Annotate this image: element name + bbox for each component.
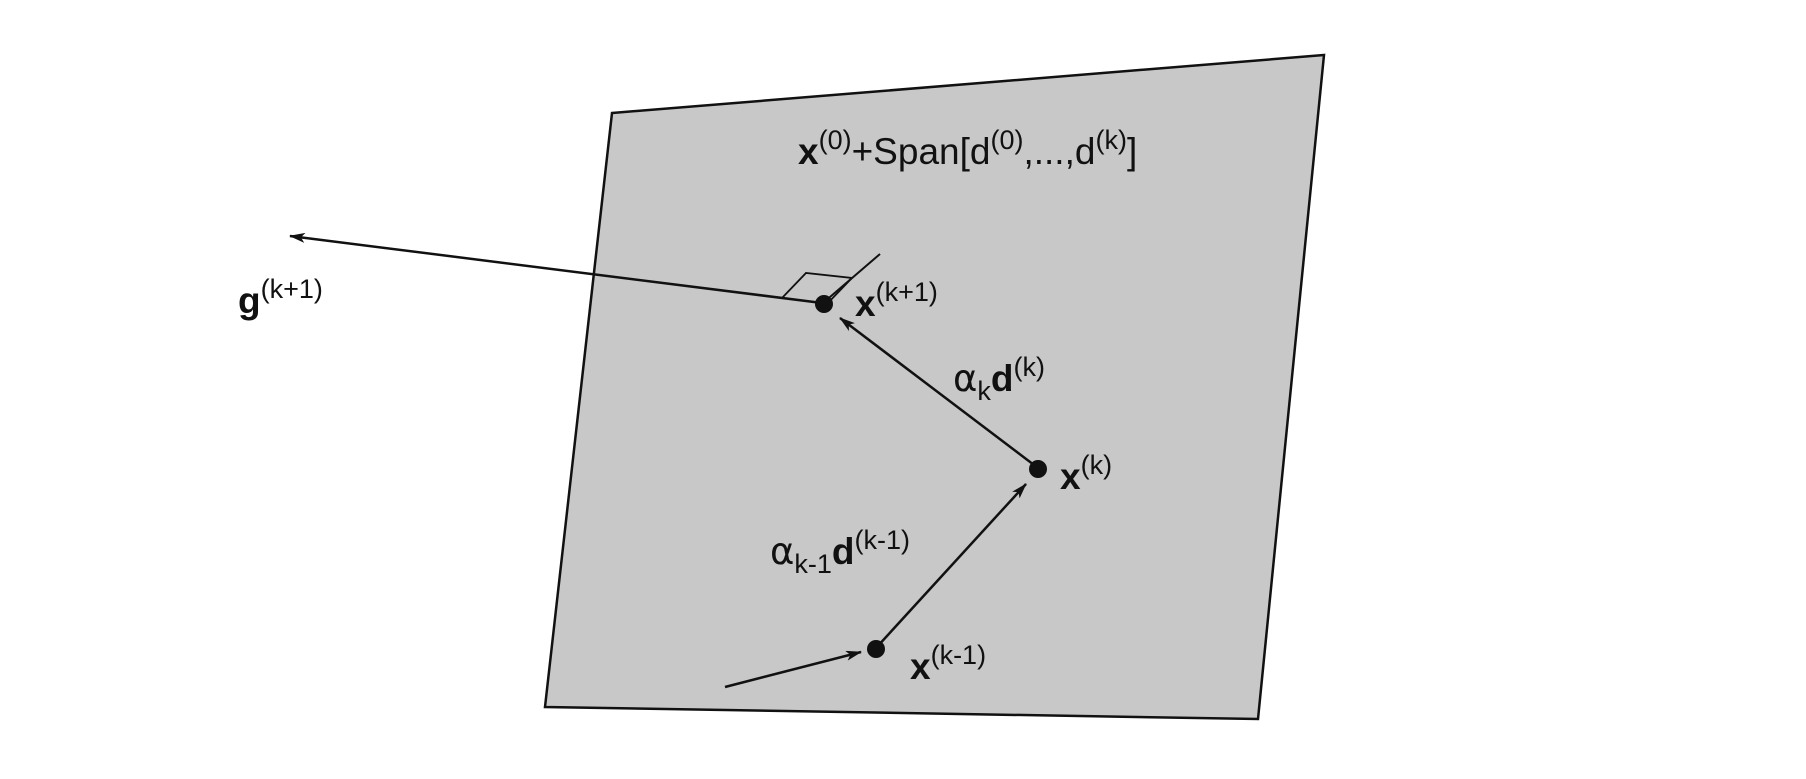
span-label-base: x [798, 131, 819, 172]
span-label-d0-sup: (0) [990, 125, 1024, 155]
step-k-minus-1-alpha-sub: k-1 [794, 549, 832, 579]
step-k-alpha-sub: k [977, 376, 991, 406]
span-label-base-sup: (0) [818, 125, 852, 155]
step-k-minus-1-label: αk-1d(k-1) [770, 527, 910, 578]
step-k-alpha: α [953, 357, 978, 400]
x-k-minus-1-base: x [910, 646, 931, 687]
subspace-plane [543, 53, 1326, 721]
step-k-label: αkd(k) [953, 354, 1045, 405]
x-k-plus-1-label: x(k+1) [855, 279, 938, 324]
step-k-minus-1-d-sup: (k-1) [854, 525, 911, 555]
step-arrow-k-minus-1 [875, 483, 1027, 649]
point-x-k-minus-1 [867, 640, 885, 658]
gradient-label-base: g [238, 280, 261, 321]
x-k-minus-1-sup: (k-1) [930, 640, 987, 670]
step-k-minus-1-alpha: α [770, 530, 795, 573]
span-label-plus-span: +Span[d [851, 131, 991, 172]
point-x-k [1029, 460, 1047, 478]
x-k-sup: (k) [1080, 450, 1113, 480]
x-k-minus-1-label: x(k-1) [910, 642, 986, 687]
step-arrow-k [839, 317, 1039, 469]
span-label-dk-sup: (k) [1095, 125, 1127, 155]
step-k-minus-1-d: d [831, 531, 855, 572]
step-k-d: d [990, 358, 1014, 399]
gradient-label: g(k+1) [238, 276, 323, 321]
gradient-arrow [289, 232, 823, 305]
point-x-k-plus-1 [815, 295, 833, 313]
incoming-arrow [724, 650, 862, 689]
x-k-plus-1-base: x [855, 283, 876, 324]
orthogonality-marker [781, 272, 854, 307]
step-k-d-sup: (k) [1013, 352, 1045, 382]
span-label-dots: ,...,d [1023, 131, 1096, 172]
orthogonality-line [822, 253, 881, 304]
x-k-plus-1-sup: (k+1) [875, 277, 938, 307]
x-k-base: x [1060, 456, 1081, 497]
gradient-label-sup: (k+1) [260, 274, 323, 304]
x-k-label: x(k) [1060, 452, 1112, 497]
span-label: x(0)+Span[d(0),...,d(k)] [798, 127, 1138, 172]
span-label-close: ] [1126, 131, 1138, 172]
